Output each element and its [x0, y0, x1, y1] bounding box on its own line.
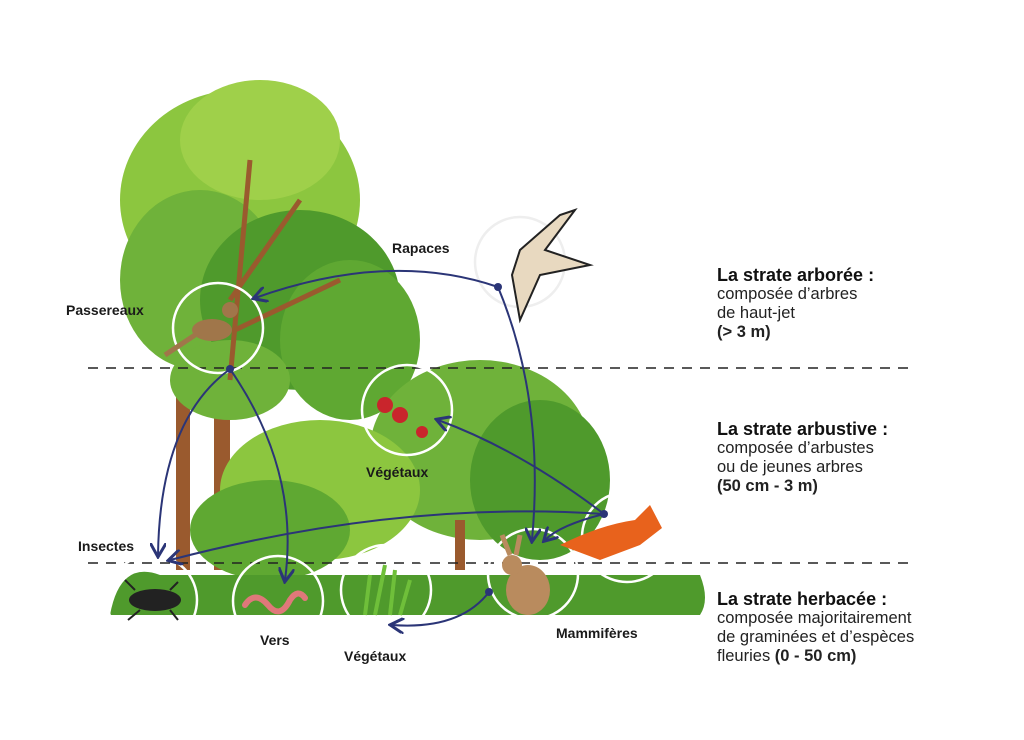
- strate-range: (50 cm - 3 m): [717, 477, 818, 495]
- passereaux-circle: [171, 281, 265, 375]
- label-vegetaux-arbustes: Végétaux: [366, 464, 429, 480]
- strate-range: (0 - 50 cm): [774, 647, 857, 665]
- tall-tree: [120, 80, 420, 570]
- label-passereaux: Passereaux: [66, 302, 144, 318]
- strate-desc: fleuries: [717, 647, 771, 665]
- hare-icon: [499, 534, 550, 615]
- strate-desc: de haut-jet: [717, 304, 795, 322]
- strate-herbacee: La strate herbacée : composée majoritair…: [717, 590, 914, 666]
- label-vers: Vers: [260, 632, 290, 648]
- vegetaux-arbustes-circle: [360, 363, 454, 457]
- strate-arboree: La strate arborée : composée d’arbres de…: [717, 266, 874, 342]
- fox-icon: [560, 505, 662, 560]
- worm-circle: [231, 554, 325, 648]
- grass-tuft-icon: [363, 564, 412, 616]
- grass-circle: [339, 543, 433, 637]
- strate-arbustive: La strate arbustive : composée d’arbuste…: [717, 420, 888, 496]
- label-mammiferes: Mammifères: [556, 625, 638, 641]
- strate-title: La strate arbustive :: [717, 419, 889, 439]
- arrow-origin-dot: [226, 365, 234, 373]
- strate-desc: ou de jeunes arbres: [717, 458, 863, 476]
- arrow-origin-dot: [494, 283, 502, 291]
- strate-desc: de graminées et d’espèces: [717, 628, 915, 646]
- arrow-origin-dot: [600, 510, 608, 518]
- label-rapaces: Rapaces: [392, 240, 450, 256]
- strate-title: La strate arborée :: [717, 265, 875, 285]
- strate-desc: composée d’arbustes: [717, 439, 874, 457]
- songbird-icon: [163, 302, 238, 358]
- raptor-icon: [510, 208, 594, 324]
- food-web-arrows: [158, 269, 605, 626]
- label-vegetaux-herbes: Végétaux: [344, 648, 407, 664]
- worm-icon: [242, 590, 308, 615]
- shrubs: [190, 360, 610, 580]
- strate-title: La strate herbacée :: [717, 589, 888, 609]
- strate-range: (> 3 m): [717, 323, 771, 341]
- rosehip-icon: [377, 397, 428, 438]
- label-insectes: Insectes: [78, 538, 135, 554]
- strate-desc: composée d’arbres: [717, 285, 858, 303]
- beetle-icon: [124, 579, 181, 621]
- arrow-origin-dot: [485, 588, 493, 596]
- strate-desc: composée majoritairement: [717, 609, 912, 627]
